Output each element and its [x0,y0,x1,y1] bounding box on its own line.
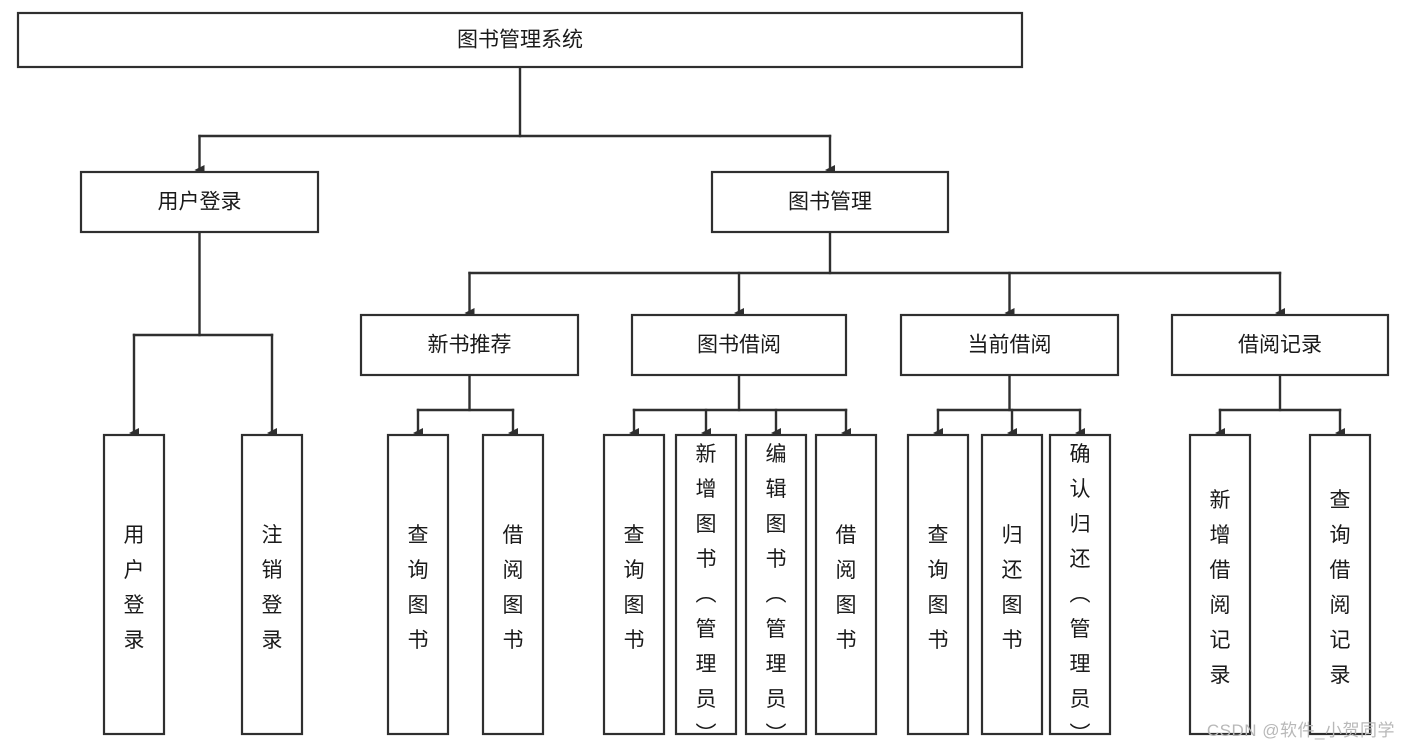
node-label-user-login-leaf: 用户登录 [124,524,145,652]
node-label-return-book: 归还图书 [1002,524,1023,652]
node-label-borrow-book-1: 借阅图书 [503,524,524,652]
node-query-borrow-record[interactable]: 查询借阅记录 [1308,433,1372,736]
node-layer: 图书管理系统用户登录图书管理用户登录注销登录新书推荐查询图书借阅图书图书借阅查询… [16,11,1390,746]
node-box-query-borrow-record [1308,433,1372,736]
node-label-user-logout-leaf: 注销登录 [262,524,283,652]
node-box-borrow-book-1 [481,433,545,736]
node-current-borrow[interactable]: 当前借阅 [899,313,1120,377]
node-root[interactable]: 图书管理系统 [16,11,1024,69]
node-box-query-book-1 [386,433,450,736]
node-box-user-login [79,170,320,234]
node-query-book-1[interactable]: 查询图书 [386,433,450,736]
node-box-add-borrow-record [1188,433,1252,736]
node-label-current-borrow: 当前借阅 [968,334,1052,357]
node-box-user-logout-leaf [240,433,304,736]
node-borrow-records[interactable]: 借阅记录 [1170,313,1390,377]
node-label-root: 图书管理系统 [457,29,583,52]
node-label-edit-book-admin: 编辑图书︵管理员︶ [766,443,787,746]
node-user-login[interactable]: 用户登录 [79,170,320,234]
node-box-add-book-admin [674,433,738,736]
watermark-credit: CSDN @软件_小贺同学 [1206,721,1395,740]
node-box-confirm-return-admin [1048,433,1112,736]
node-user-login-leaf[interactable]: 用户登录 [102,433,166,736]
node-label-query-book-3: 查询图书 [928,524,949,652]
node-box-return-book [980,433,1044,736]
node-confirm-return-admin[interactable]: 确认归还︵管理员︶ [1048,433,1112,746]
node-new-book-recommend[interactable]: 新书推荐 [359,313,580,377]
node-box-new-book-recommend [359,313,580,377]
node-label-query-book-2: 查询图书 [624,524,645,652]
node-label-confirm-return-admin: 确认归还︵管理员︶ [1070,443,1091,746]
node-query-book-2[interactable]: 查询图书 [602,433,666,736]
node-user-logout-leaf[interactable]: 注销登录 [240,433,304,736]
node-book-borrow[interactable]: 图书借阅 [630,313,848,377]
node-return-book[interactable]: 归还图书 [980,433,1044,736]
node-label-book-borrow: 图书借阅 [697,334,781,357]
node-edit-book-admin[interactable]: 编辑图书︵管理员︶ [744,433,808,746]
node-box-user-login-leaf [102,433,166,736]
node-box-borrow-records [1170,313,1390,377]
node-box-edit-book-admin [744,433,808,736]
node-add-borrow-record[interactable]: 新增借阅记录 [1188,433,1252,736]
node-box-query-book-3 [906,433,970,736]
node-label-book-management: 图书管理 [788,191,872,214]
node-box-borrow-book-2 [814,433,878,736]
node-label-add-borrow-record: 新增借阅记录 [1210,489,1231,687]
node-label-query-borrow-record: 查询借阅记录 [1330,489,1351,687]
node-book-management[interactable]: 图书管理 [710,170,950,234]
node-borrow-book-2[interactable]: 借阅图书 [814,433,878,736]
connector-layer [129,65,1345,438]
node-box-query-book-2 [602,433,666,736]
node-add-book-admin[interactable]: 新增图书︵管理员︶ [674,433,738,746]
node-label-add-book-admin: 新增图书︵管理员︶ [696,443,717,746]
node-query-book-3[interactable]: 查询图书 [906,433,970,736]
node-box-book-management [710,170,950,234]
node-label-user-login: 用户登录 [158,191,242,214]
node-box-book-borrow [630,313,848,377]
node-label-new-book-recommend: 新书推荐 [428,334,512,357]
node-box-current-borrow [899,313,1120,377]
node-label-borrow-records: 借阅记录 [1238,334,1322,357]
node-label-borrow-book-2: 借阅图书 [836,524,857,652]
node-borrow-book-1[interactable]: 借阅图书 [481,433,545,736]
node-box-root [16,11,1024,69]
node-label-query-book-1: 查询图书 [408,524,429,652]
